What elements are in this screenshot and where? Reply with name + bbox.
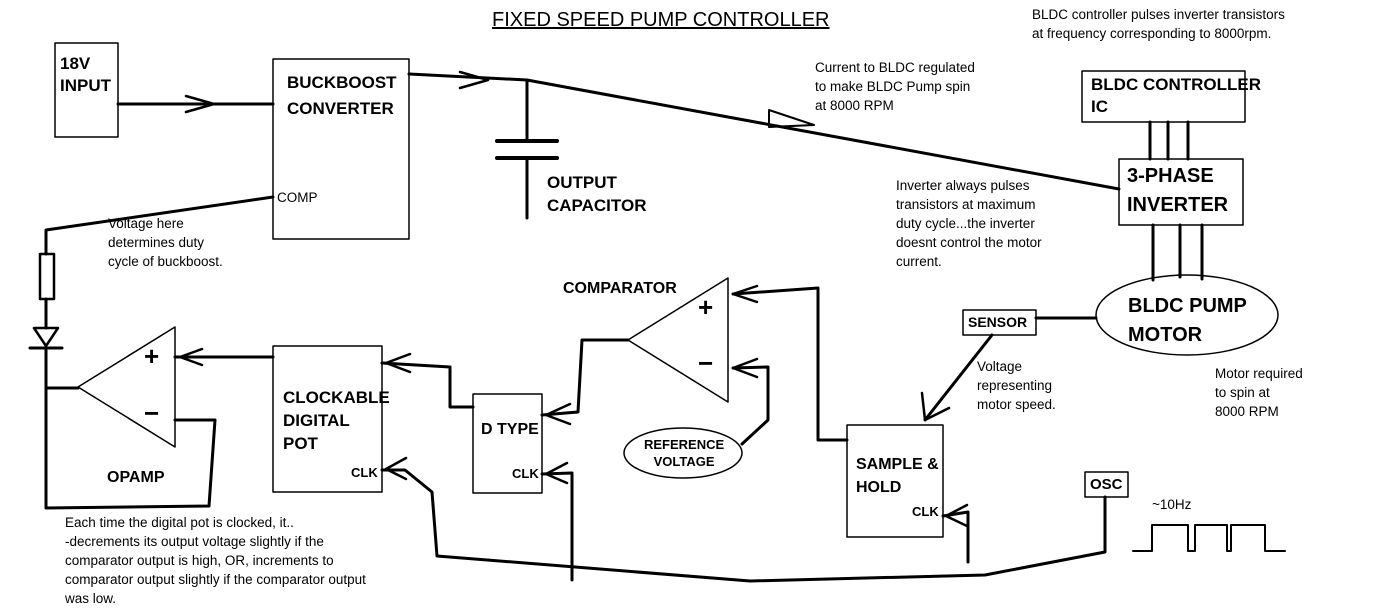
sample-hold-label: SAMPLE & HOLD xyxy=(856,456,939,496)
osc-waveform xyxy=(1132,524,1286,552)
osc-frequency: ~10Hz xyxy=(1152,497,1192,512)
note-bldc-pulses: BLDC controller pulses inverter transist… xyxy=(1032,7,1285,41)
comparator-label: COMPARATOR xyxy=(563,280,677,297)
bldc-ic-box xyxy=(1081,70,1246,123)
note-current-regulated: Current to BLDC regulated to make BLDC P… xyxy=(815,60,975,113)
dtype-label: D TYPE xyxy=(481,421,539,438)
note-motor-speed: Voltage representing motor speed. xyxy=(977,359,1056,412)
comparator-minus: − xyxy=(698,348,714,378)
comparator-plus: + xyxy=(698,292,714,322)
note-duty-cycle: Voltage here determines duty cycle of bu… xyxy=(108,216,223,269)
comparator-triangle xyxy=(627,277,729,403)
opamp-label: OPAMP xyxy=(107,469,165,486)
dtype-box xyxy=(472,393,543,494)
inverter-label: 3-PHASE INVERTER xyxy=(1127,165,1229,216)
feedback-resistor xyxy=(38,252,56,301)
buckboost-label: BUCKBOOST CONVERTER xyxy=(287,73,397,118)
opamp-plus: + xyxy=(144,341,160,371)
osc-label: OSC xyxy=(1090,476,1123,493)
reference-ellipse xyxy=(623,427,743,479)
digipot-clk-label: CLK xyxy=(351,465,378,480)
note-digital-pot: Each time the digital pot is clocked, it… xyxy=(65,515,366,606)
opamp-minus: − xyxy=(144,398,160,428)
motor-ellipse xyxy=(1095,274,1279,356)
feedback-diode xyxy=(32,326,60,348)
digipot-box xyxy=(272,345,383,493)
sample-hold-clk-label: CLK xyxy=(912,504,939,519)
sensor-box xyxy=(962,309,1037,336)
opamp-triangle xyxy=(77,326,176,448)
reference-label: REFERENCE VOLTAGE xyxy=(644,437,725,469)
note-motor-required: Motor required to spin at 8000 RPM xyxy=(1215,366,1303,419)
comp-pin-label: COMP xyxy=(277,190,318,205)
buckboost-box xyxy=(272,58,410,240)
sample-hold-box xyxy=(846,424,944,538)
motor-label: BLDC PUMP MOTOR xyxy=(1128,295,1247,346)
input-box xyxy=(54,42,119,138)
note-inverter: Inverter always pulses transistors at ma… xyxy=(896,178,1042,269)
dtype-clk-label: CLK xyxy=(512,466,539,481)
page-title: FIXED SPEED PUMP CONTROLLER xyxy=(492,9,830,31)
input-label: 18V INPUT xyxy=(60,54,111,95)
digipot-label: CLOCKABLE DIGITAL POT xyxy=(283,388,390,453)
output-capacitor-label: OUTPUT CAPACITOR xyxy=(547,173,647,215)
sensor-label: SENSOR xyxy=(968,314,1028,330)
bldc-ic-label: BLDC CONTROLLER IC xyxy=(1091,75,1261,116)
